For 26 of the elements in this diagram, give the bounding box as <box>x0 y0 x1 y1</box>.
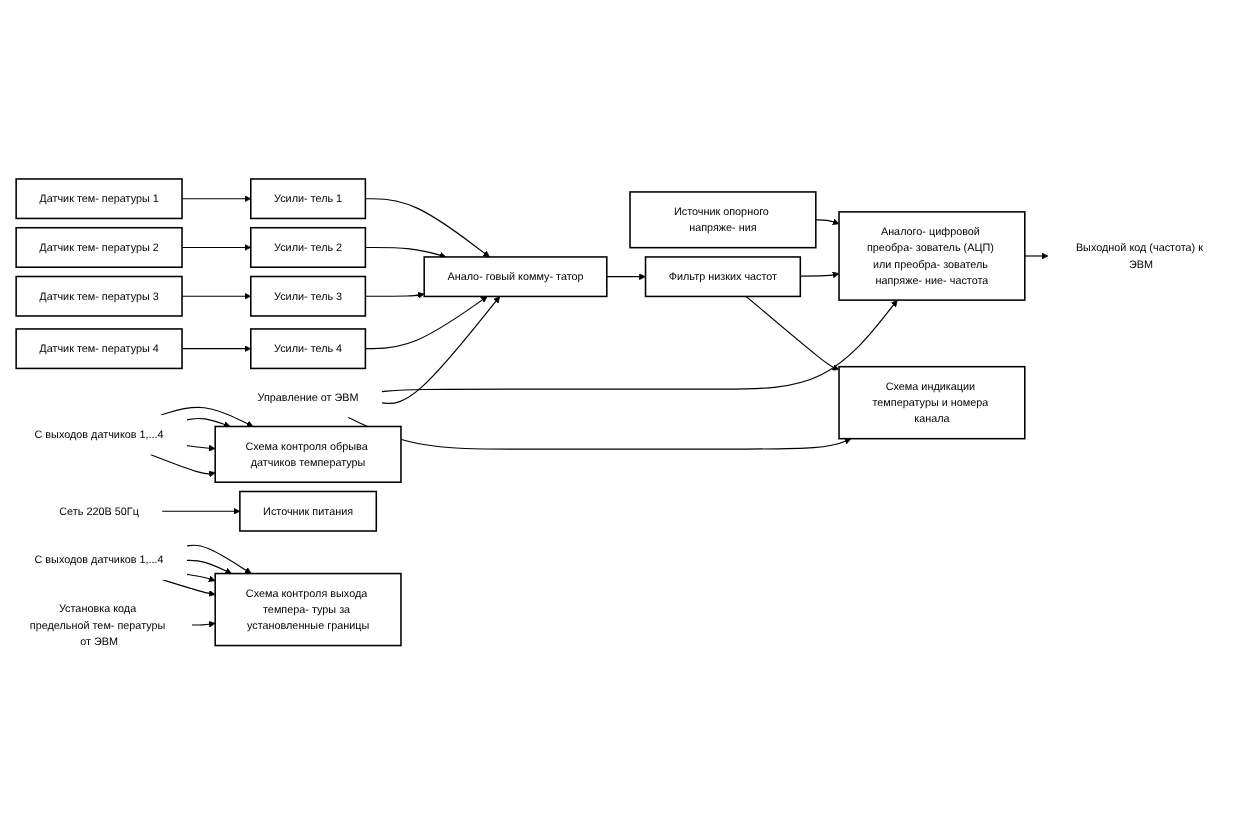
arrow <box>815 218 840 226</box>
arrow <box>1024 252 1049 260</box>
arrow <box>160 406 254 427</box>
arrow <box>364 198 490 258</box>
arrow <box>606 273 646 281</box>
arrow <box>186 544 252 574</box>
arrow <box>161 579 216 597</box>
arrow <box>181 244 252 251</box>
arrow <box>161 507 241 515</box>
arrow <box>745 295 840 371</box>
arrow <box>364 296 488 350</box>
arrow <box>799 271 840 279</box>
arrow <box>186 444 216 452</box>
arrow <box>381 296 500 404</box>
arrow <box>364 246 447 259</box>
arrow <box>347 416 852 450</box>
arrow <box>186 417 231 428</box>
arrow <box>364 291 425 299</box>
arrow <box>191 620 216 628</box>
arrow <box>181 345 252 353</box>
arrow <box>381 299 898 393</box>
arrow <box>186 573 216 583</box>
arrow <box>149 453 216 478</box>
arrow <box>186 559 232 575</box>
arrow <box>181 292 252 300</box>
arrow <box>181 195 252 203</box>
